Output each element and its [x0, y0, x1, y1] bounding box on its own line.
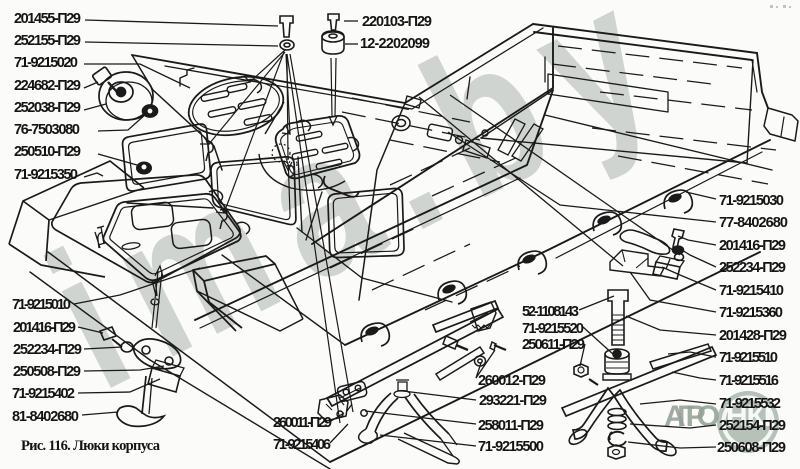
svg-text:71-9215510: 71-9215510 — [719, 350, 778, 366]
svg-text:293221-П29: 293221-П29 — [479, 393, 547, 409]
svg-text:71-9215402: 71-9215402 — [12, 386, 75, 402]
svg-text:252234-П29: 252234-П29 — [13, 342, 82, 358]
svg-text:ima.by: ima.by — [17, 0, 706, 432]
svg-text:250608-П29: 250608-П29 — [717, 440, 786, 456]
svg-text:201416-П29: 201416-П29 — [13, 320, 76, 336]
svg-text:250611-П29: 250611-П29 — [522, 337, 585, 353]
svg-text:258011-П29: 258011-П29 — [478, 418, 544, 434]
svg-text:224682-П29: 224682-П29 — [14, 78, 81, 94]
svg-text:220103-П29: 220103-П29 — [362, 14, 432, 30]
svg-text:52-1108143: 52-1108143 — [522, 304, 579, 320]
svg-text:71-9215030: 71-9215030 — [719, 193, 784, 209]
svg-text:12-2202099: 12-2202099 — [360, 36, 430, 52]
svg-text:77-8402680: 77-8402680 — [719, 215, 788, 231]
svg-text:71-9215360: 71-9215360 — [719, 305, 783, 321]
svg-text:НКІ: НКІ — [726, 400, 772, 433]
svg-text:71-9215410: 71-9215410 — [719, 283, 784, 299]
svg-text:252155-П29: 252155-П29 — [14, 33, 81, 49]
svg-text:260011-П29: 260011-П29 — [273, 415, 332, 431]
svg-text:201416-П29: 201416-П29 — [719, 238, 786, 254]
svg-text:71-9215350: 71-9215350 — [14, 167, 78, 183]
svg-text:Рис. 116. Люки корпуса: Рис. 116. Люки корпуса — [21, 438, 161, 454]
svg-text:71-9215532: 71-9215532 — [719, 396, 781, 412]
svg-text:76-7503080: 76-7503080 — [14, 122, 80, 138]
svg-text:71-9215520: 71-9215520 — [522, 321, 584, 337]
svg-text:250510-П29: 250510-П29 — [14, 144, 81, 160]
svg-text:71-9215020: 71-9215020 — [14, 55, 78, 71]
svg-text:260012-П29: 260012-П29 — [478, 373, 546, 389]
svg-text:252154-П29: 252154-П29 — [719, 418, 786, 434]
svg-text:252234-П29: 252234-П29 — [719, 260, 786, 276]
svg-text:252038-П29: 252038-П29 — [14, 100, 81, 116]
svg-text:201455-П29: 201455-П29 — [14, 11, 81, 27]
svg-text:81-8402680: 81-8402680 — [12, 409, 79, 425]
svg-text:71-9215010: 71-9215010 — [12, 297, 71, 313]
svg-text:250508-П29: 250508-П29 — [13, 364, 81, 380]
svg-text:71-9215500: 71-9215500 — [478, 439, 544, 455]
svg-text:71-9215516: 71-9215516 — [719, 373, 779, 389]
svg-text:201428-П29: 201428-П29 — [719, 328, 787, 344]
svg-text:71-9215406: 71-9215406 — [273, 437, 331, 453]
